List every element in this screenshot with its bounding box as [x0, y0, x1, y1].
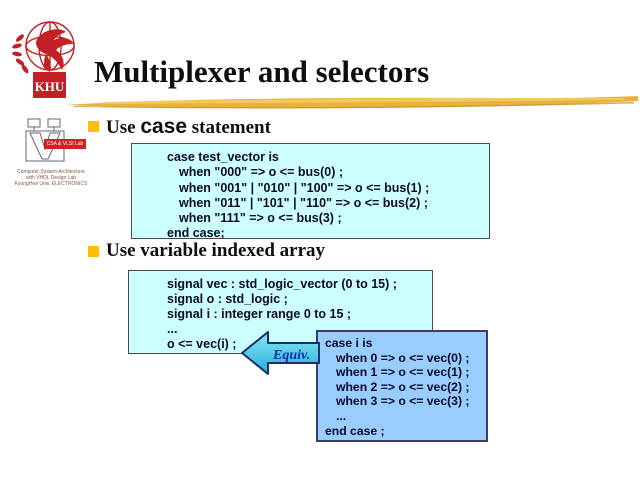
code-line: when 3 => o <= vec(3) ;: [336, 394, 470, 409]
heading-text: Use case statement: [106, 115, 271, 138]
lab-logo-diagram-icon: [25, 118, 65, 162]
code-line: end case;: [167, 226, 225, 241]
lab-caption-line: KyungHee Univ. ELECTRONICS: [14, 181, 88, 187]
code-line: when "011" | "101" | "110" => o <= bus(2…: [179, 195, 428, 210]
heading-keyword: case: [140, 115, 188, 138]
code-line: when "001" | "010" | "100" => o <= bus(1…: [179, 180, 430, 195]
code-line: ...: [167, 322, 178, 336]
equiv-arrow-label: Equiv.: [272, 348, 310, 363]
code-line: when 1 => o <= vec(1) ;: [336, 365, 470, 380]
page-title: Multiplexer and selectors: [94, 54, 430, 89]
title-underline-brush-icon: [66, 96, 638, 109]
code-line: when 0 => o <= vec(0) ;: [336, 350, 470, 365]
code-line: ...: [336, 408, 347, 423]
heading-text: Use variable indexed array: [106, 240, 326, 261]
code-line: o <= vec(i) ;: [167, 337, 237, 351]
code-line: when 2 => o <= vec(2) ;: [336, 379, 470, 394]
code-line: signal vec : std_logic_vector (0 to 15) …: [167, 277, 397, 291]
code-line: when "000" => o <= bus(0) ;: [179, 165, 343, 180]
lab-logo: CSA & VLSI Lab Computer System Architect…: [14, 117, 88, 197]
khu-university-logo-icon: KHU: [12, 21, 75, 98]
code-line: when "111" => o <= bus(3) ;: [179, 211, 342, 226]
equivalence-left-arrow-icon: Equiv.: [241, 331, 320, 375]
code-line: signal o : std_logic ;: [167, 292, 288, 306]
code-line: case i is: [325, 336, 373, 350]
bullet-heading-case-statement: Use case statement: [88, 115, 271, 139]
square-bullet-icon: [88, 246, 99, 257]
lab-caption-line: with VHDL Design Lab: [25, 175, 77, 181]
code-line: end case ;: [325, 423, 385, 438]
bullet-heading-indexed-array: Use variable indexed array: [88, 240, 325, 262]
code-line: signal i : integer range 0 to 15 ;: [167, 307, 352, 321]
khu-logo-text: KHU: [35, 79, 65, 94]
lab-caption-line: Computer System Architecture: [17, 169, 85, 175]
lab-logo-banner: CSA & VLSI Lab: [44, 139, 86, 149]
code-line: case test_vector is: [167, 150, 279, 164]
lab-logo-caption: Computer System Architecture with VHDL D…: [14, 169, 88, 187]
square-bullet-icon: [88, 121, 99, 132]
